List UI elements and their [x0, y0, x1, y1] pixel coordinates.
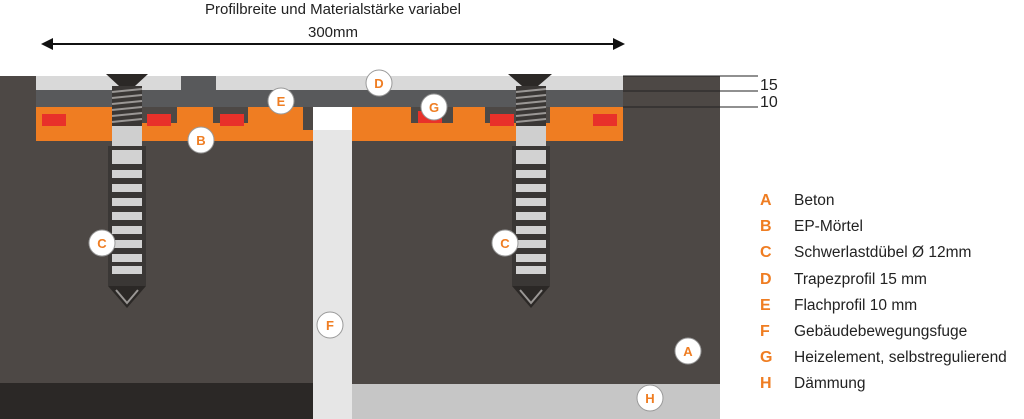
- trapezoid-profile-left: [36, 76, 181, 90]
- expansion-joint: [313, 130, 352, 419]
- marker-b: B: [187, 126, 215, 154]
- svg-text:A: A: [683, 344, 693, 359]
- legend-letter: F: [760, 323, 770, 341]
- svg-text:C: C: [500, 236, 510, 251]
- mortar-right: [352, 107, 623, 141]
- legend-text: Flachprofil 10 mm: [794, 296, 918, 314]
- legend-text: Trapezprofil 15 mm: [794, 270, 927, 288]
- legend-item-f: F Gebäudebewegungsfuge: [760, 319, 1024, 345]
- legend-letter: D: [760, 270, 772, 288]
- legend-item-c: C Schwerlastdübel Ø 12mm: [760, 240, 1024, 266]
- svg-text:D: D: [374, 76, 383, 91]
- svg-text:B: B: [196, 133, 205, 148]
- svg-text:E: E: [277, 94, 286, 109]
- legend-text: Heizelement, selbstregulierend: [794, 349, 1007, 367]
- marker-h: H: [636, 384, 664, 412]
- dimension-label-15: 15: [760, 77, 778, 94]
- legend-item-d: D Trapezprofil 15 mm: [760, 267, 1024, 293]
- marker-c-right: C: [491, 229, 519, 257]
- marker-g: G: [420, 93, 448, 121]
- insulation: [352, 384, 720, 419]
- svg-text:F: F: [326, 318, 334, 333]
- svg-text:G: G: [429, 100, 439, 115]
- legend-letter: G: [760, 349, 773, 367]
- svg-text:H: H: [645, 391, 654, 406]
- profile-connector: [181, 76, 216, 107]
- anchor-bolt-right: [508, 74, 552, 308]
- marker-a: A: [674, 337, 702, 365]
- marker-c-left: C: [88, 229, 116, 257]
- heating-element: [147, 114, 171, 126]
- legend-text: EP-Mörtel: [794, 218, 863, 236]
- anchor-bolt-left: [106, 74, 148, 308]
- legend-item-b: B EP-Mörtel: [760, 214, 1024, 240]
- trapezoid-profile-right: [216, 76, 623, 90]
- legend-text: Gebäudebewegungsfuge: [794, 323, 968, 341]
- legend-letter: A: [760, 192, 772, 210]
- heating-element: [220, 114, 244, 126]
- legend-text: Beton: [794, 192, 835, 210]
- legend-letter: H: [760, 375, 772, 393]
- legend-item-h: H Dämmung: [760, 371, 1024, 397]
- svg-text:C: C: [97, 236, 107, 251]
- width-dimension-label: 300mm: [308, 24, 358, 41]
- legend-text: Dämmung: [794, 375, 866, 393]
- legend-item-a: A Beton: [760, 188, 1024, 214]
- legend-letter: B: [760, 218, 772, 236]
- concrete-left-bottom: [0, 383, 313, 419]
- marker-f: F: [316, 311, 344, 339]
- heating-element: [42, 114, 66, 126]
- dimension-label-10: 10: [760, 94, 778, 111]
- legend-letter: C: [760, 244, 772, 262]
- header-title: Profilbreite und Materialstärke variabel: [205, 1, 461, 18]
- legend-letter: E: [760, 296, 771, 314]
- marker-e: E: [267, 87, 295, 115]
- legend: A Beton B EP-Mörtel C Schwerlastdübel Ø …: [760, 188, 1024, 398]
- heating-element: [490, 114, 514, 126]
- mortar-left: [36, 107, 313, 141]
- legend-text: Schwerlastdübel Ø 12mm: [794, 244, 972, 262]
- legend-item-e: E Flachprofil 10 mm: [760, 293, 1024, 319]
- legend-item-g: G Heizelement, selbstregulierend: [760, 345, 1024, 371]
- heating-element: [593, 114, 617, 126]
- marker-d: D: [365, 69, 393, 97]
